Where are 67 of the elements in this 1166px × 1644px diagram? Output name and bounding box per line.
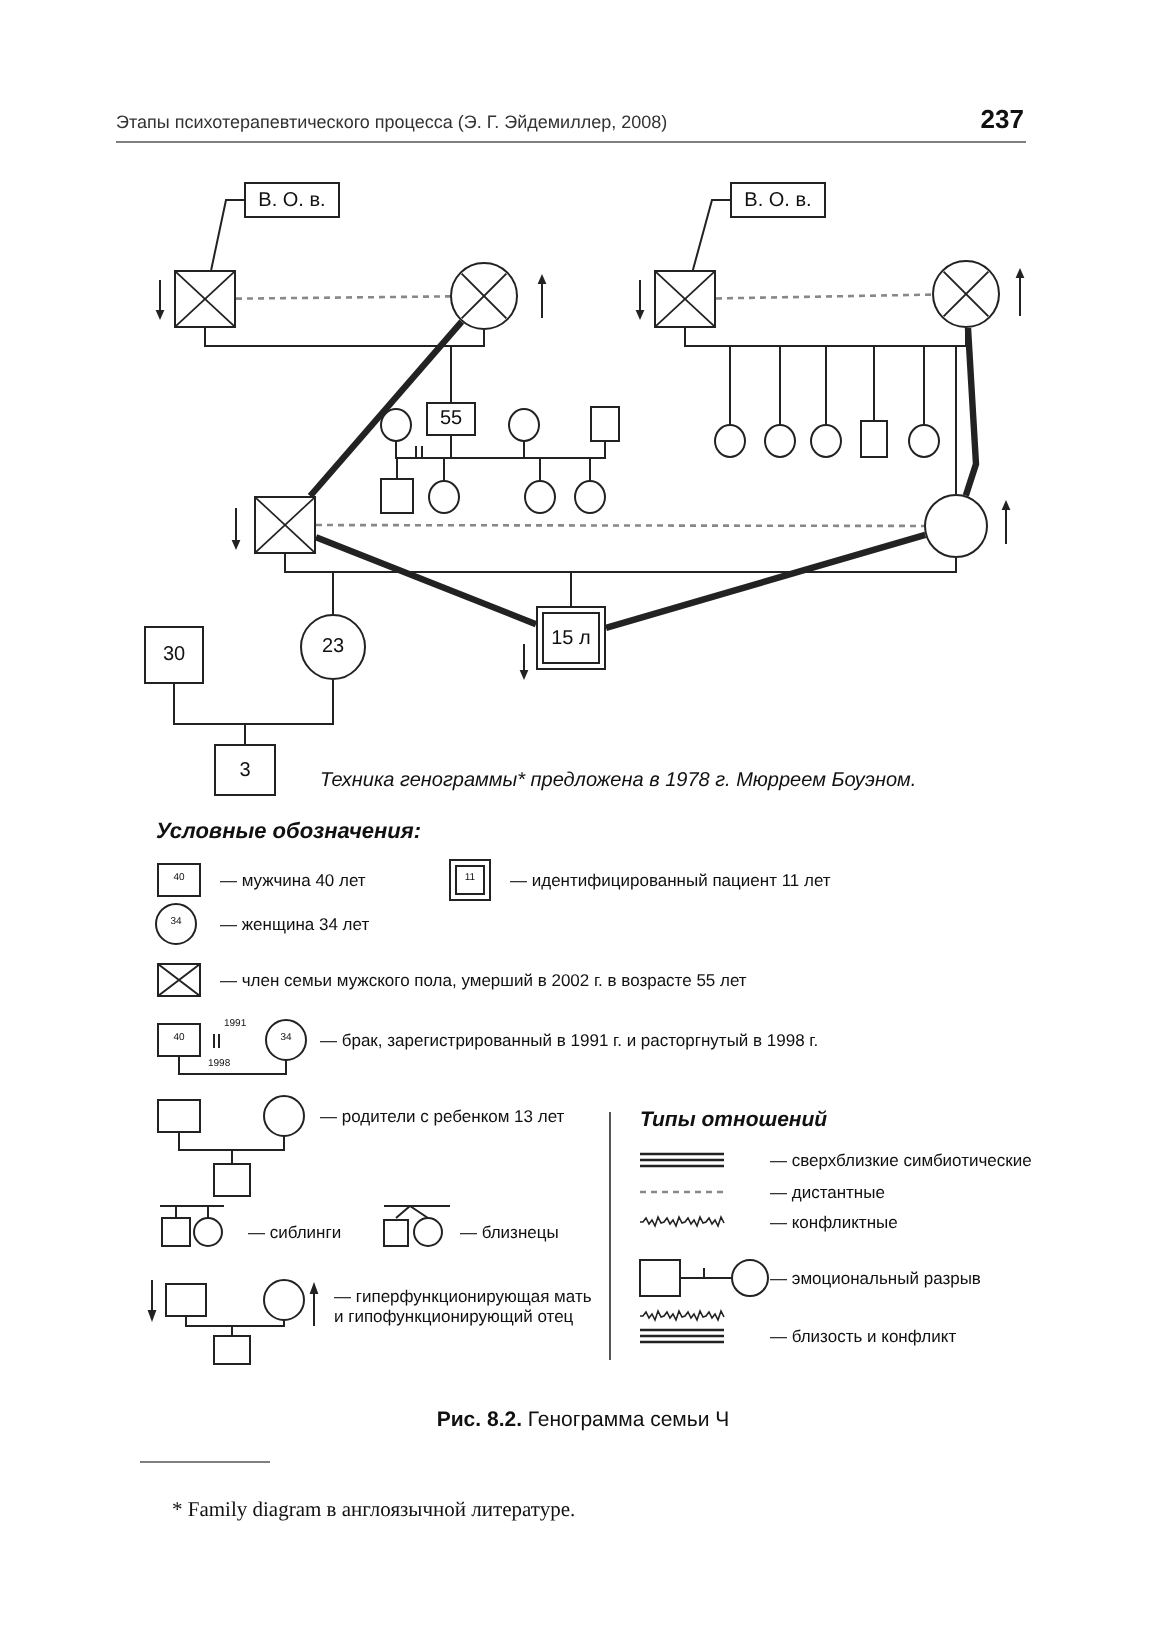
person-circle [714,424,746,458]
deceased-square [174,270,236,328]
deceased-square [654,270,716,328]
person-circle [380,408,412,442]
distant-relation-line [715,293,933,300]
legend-text: — эмоциональный разрыв [770,1268,981,1288]
footnote-text: * Family diagram в англоязычной литературе. [172,1500,576,1524]
note-text: Техника генограммы* предложена в 1978 г. Мюрреем Боуэном. [320,770,919,792]
leader-line [691,199,731,271]
legend-text: — конфликтные [770,1212,898,1232]
person-square [144,626,204,684]
figure-caption: Рис. 8.2. Генограмма семьи Ч [434,1408,732,1432]
legend-text: — член семьи мужского пола, умерший в 2002 г. в возрасте 55 лет [220,970,747,990]
age-text: 55 [439,408,463,430]
age-text: 15 л [551,627,591,649]
leader-line [210,199,245,271]
person-circle [924,494,988,558]
family-line [244,679,334,745]
person-square [214,744,276,796]
person-square [426,402,476,436]
legend-text: — дистантные [770,1182,885,1202]
note-box [730,182,826,218]
symbiotic-relation-line [307,319,465,499]
person-circle [764,424,796,458]
note-text: В. О. в. [258,189,326,211]
family-line [443,435,452,482]
legend-text: — брак, зарегистрированный в 1991 г. и расторгнутый в 1998 г. [320,1030,819,1050]
person-circle [574,480,606,514]
legend-text: — сиблинги [248,1222,342,1242]
family-line [450,329,485,403]
legend-text: — сверхблизкие симбиотические [770,1150,1032,1170]
patient-square [536,606,606,670]
legend-text: — близнецы [460,1222,559,1242]
deceased-circle [450,262,518,330]
person-square [380,478,414,514]
running-header: Этапы психотерапевтического процесса (Э. Г. Эйдемиллер, 2008) [116,114,668,134]
person-circle [524,480,556,514]
note-text: В. О. в. [744,189,812,211]
family-line [589,441,606,482]
person-circle [300,614,366,680]
page-number: 237 [978,106,1024,135]
distant-relation-line [316,523,924,528]
age-text: 23 [321,636,345,658]
person-circle [810,424,842,458]
legend-heading: Типы отношений [640,1110,828,1134]
age-text: 3 [239,759,251,781]
legend-text: — близость и конфликт [770,1326,957,1346]
deceased-circle [932,260,1000,328]
legend-text: — гиперфункционирующая мать и гипофункционирующий отец [334,1286,594,1326]
person-circle [908,424,940,458]
symbiotic-relation-line [962,327,980,497]
distant-relation-line [236,295,450,300]
person-square [860,420,888,458]
legend-text: — мужчина 40 лет [220,870,366,890]
family-line [523,440,541,482]
legend-text: — идентифицированный пациент 11 лет [510,870,831,890]
person-circle [428,480,460,514]
deceased-square [254,496,316,554]
person-square [590,406,620,442]
legend-heading: Условные обозначения: [156,820,422,845]
note-box [244,182,340,218]
symbiotic-relation-line [314,534,538,628]
age-text: 30 [162,644,186,666]
person-circle [508,408,540,442]
legend-text: — женщина 34 лет [220,914,370,934]
legend-text: — родители с ребенком 13 лет [320,1106,565,1126]
symbiotic-relation-line [605,531,927,631]
